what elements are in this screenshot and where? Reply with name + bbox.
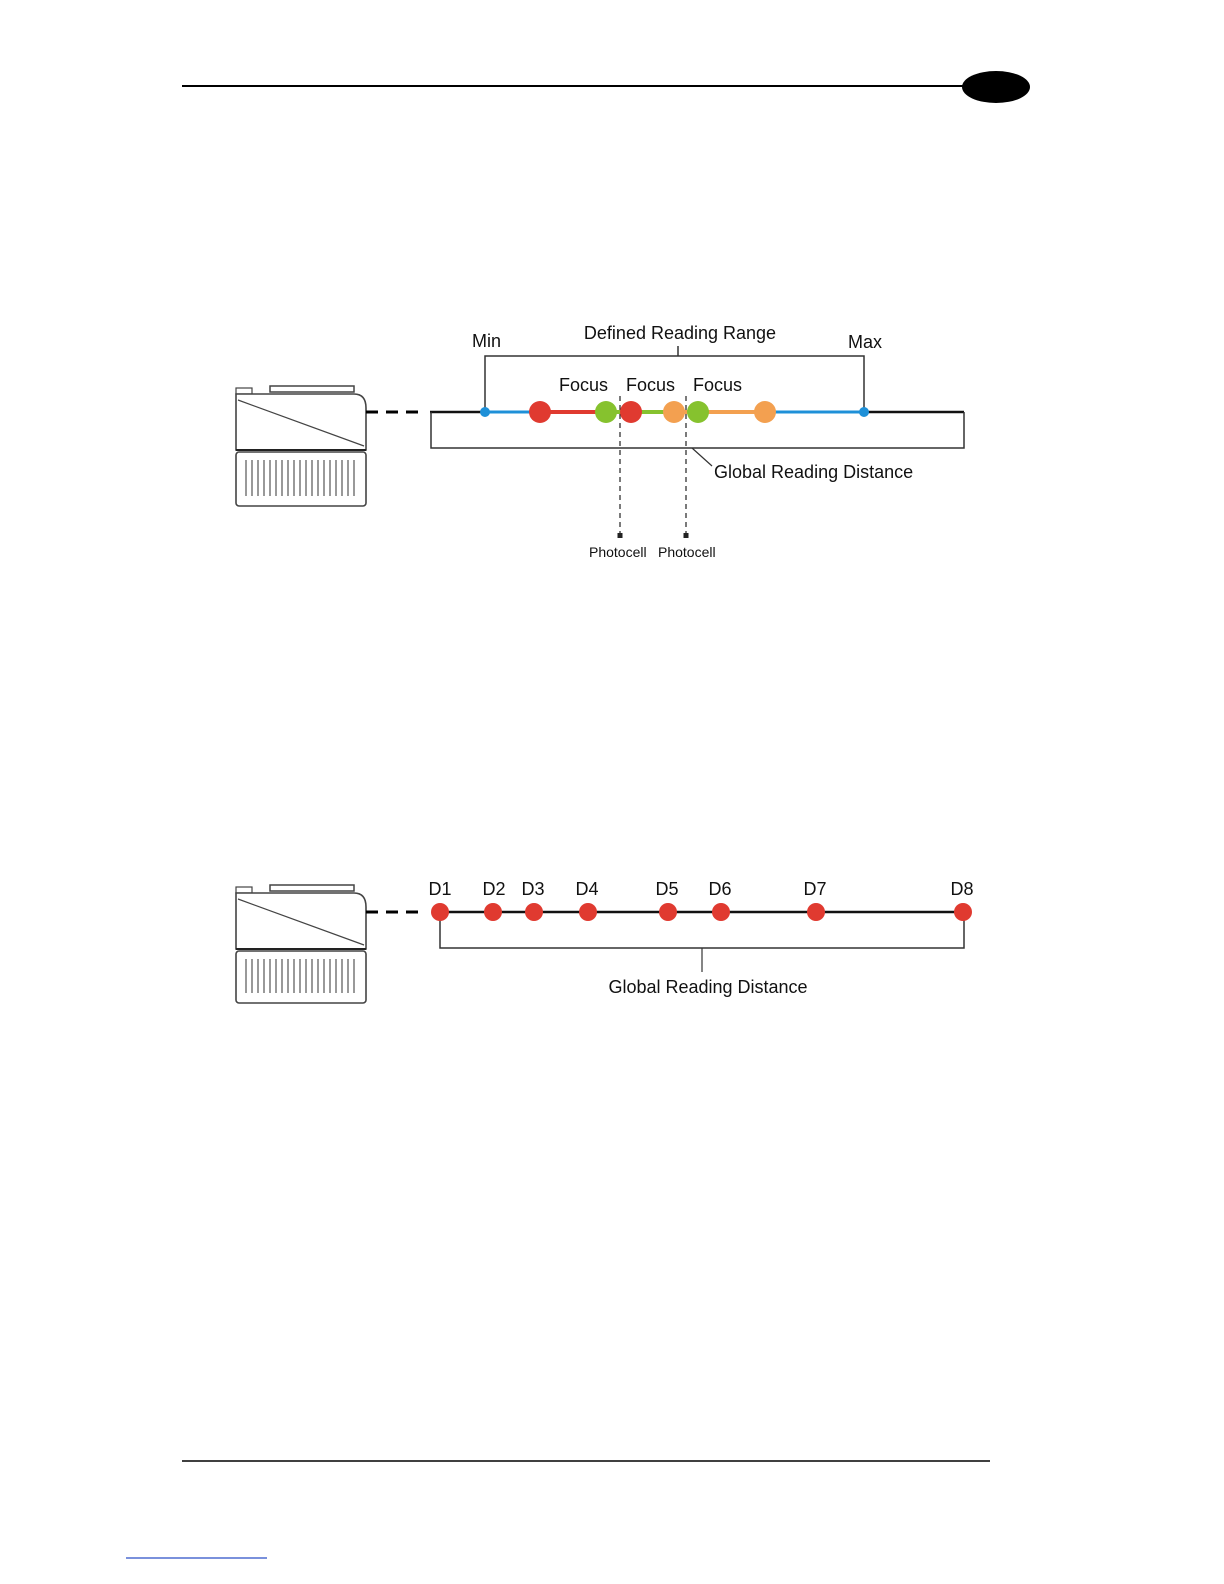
global-distance-bracket-bottom	[440, 912, 964, 948]
distance-point-d6	[712, 903, 730, 921]
distance-label-d2: D2	[482, 879, 505, 899]
min-label: Min	[472, 331, 501, 351]
global-distance-label-top: Global Reading Distance	[714, 462, 913, 482]
distance-label-d4: D4	[575, 879, 598, 899]
distance-point-d1	[431, 903, 449, 921]
distance-label-d6: D6	[708, 879, 731, 899]
focus-label-1: Focus	[559, 375, 608, 395]
photocell-label-1: Photocell	[589, 544, 647, 560]
max-label: Max	[848, 332, 882, 352]
scanner-device-top	[236, 386, 366, 506]
distance-point-d5	[659, 903, 677, 921]
focus3-start-point	[687, 401, 709, 423]
photocell-marker-2	[684, 533, 689, 538]
distance-point-d2	[484, 903, 502, 921]
scanner-device-bottom	[236, 885, 366, 1003]
distance-label-d5: D5	[655, 879, 678, 899]
distance-label-d7: D7	[803, 879, 826, 899]
focus-label-3: Focus	[693, 375, 742, 395]
max-point	[859, 407, 869, 417]
reading-range-diagram: Defined Reading Range Min Max Focus Focu…	[236, 323, 964, 560]
photocell-marker-1	[618, 533, 623, 538]
focus-label-2: Focus	[626, 375, 675, 395]
focus3-end-point	[754, 401, 776, 423]
distance-label-d3: D3	[521, 879, 544, 899]
chapter-tab	[962, 71, 1030, 103]
distance-point-d8	[954, 903, 972, 921]
distance-steps-diagram: D1 D2 D3 D4 D5 D6 D7 D8 Global Reading D…	[236, 879, 974, 1003]
focus2-end-point	[663, 401, 685, 423]
distance-point-d7	[807, 903, 825, 921]
distance-point-d3	[525, 903, 543, 921]
defined-range-label: Defined Reading Range	[584, 323, 776, 343]
global-leader-top	[692, 448, 712, 466]
photocell-label-2: Photocell	[658, 544, 716, 560]
distance-label-d8: D8	[950, 879, 973, 899]
global-distance-label-bottom: Global Reading Distance	[608, 977, 807, 997]
focus1-start-point	[529, 401, 551, 423]
distance-label-d1: D1	[428, 879, 451, 899]
focus1-end-point	[595, 401, 617, 423]
focus2-start-point	[620, 401, 642, 423]
min-point	[480, 407, 490, 417]
distance-point-d4	[579, 903, 597, 921]
